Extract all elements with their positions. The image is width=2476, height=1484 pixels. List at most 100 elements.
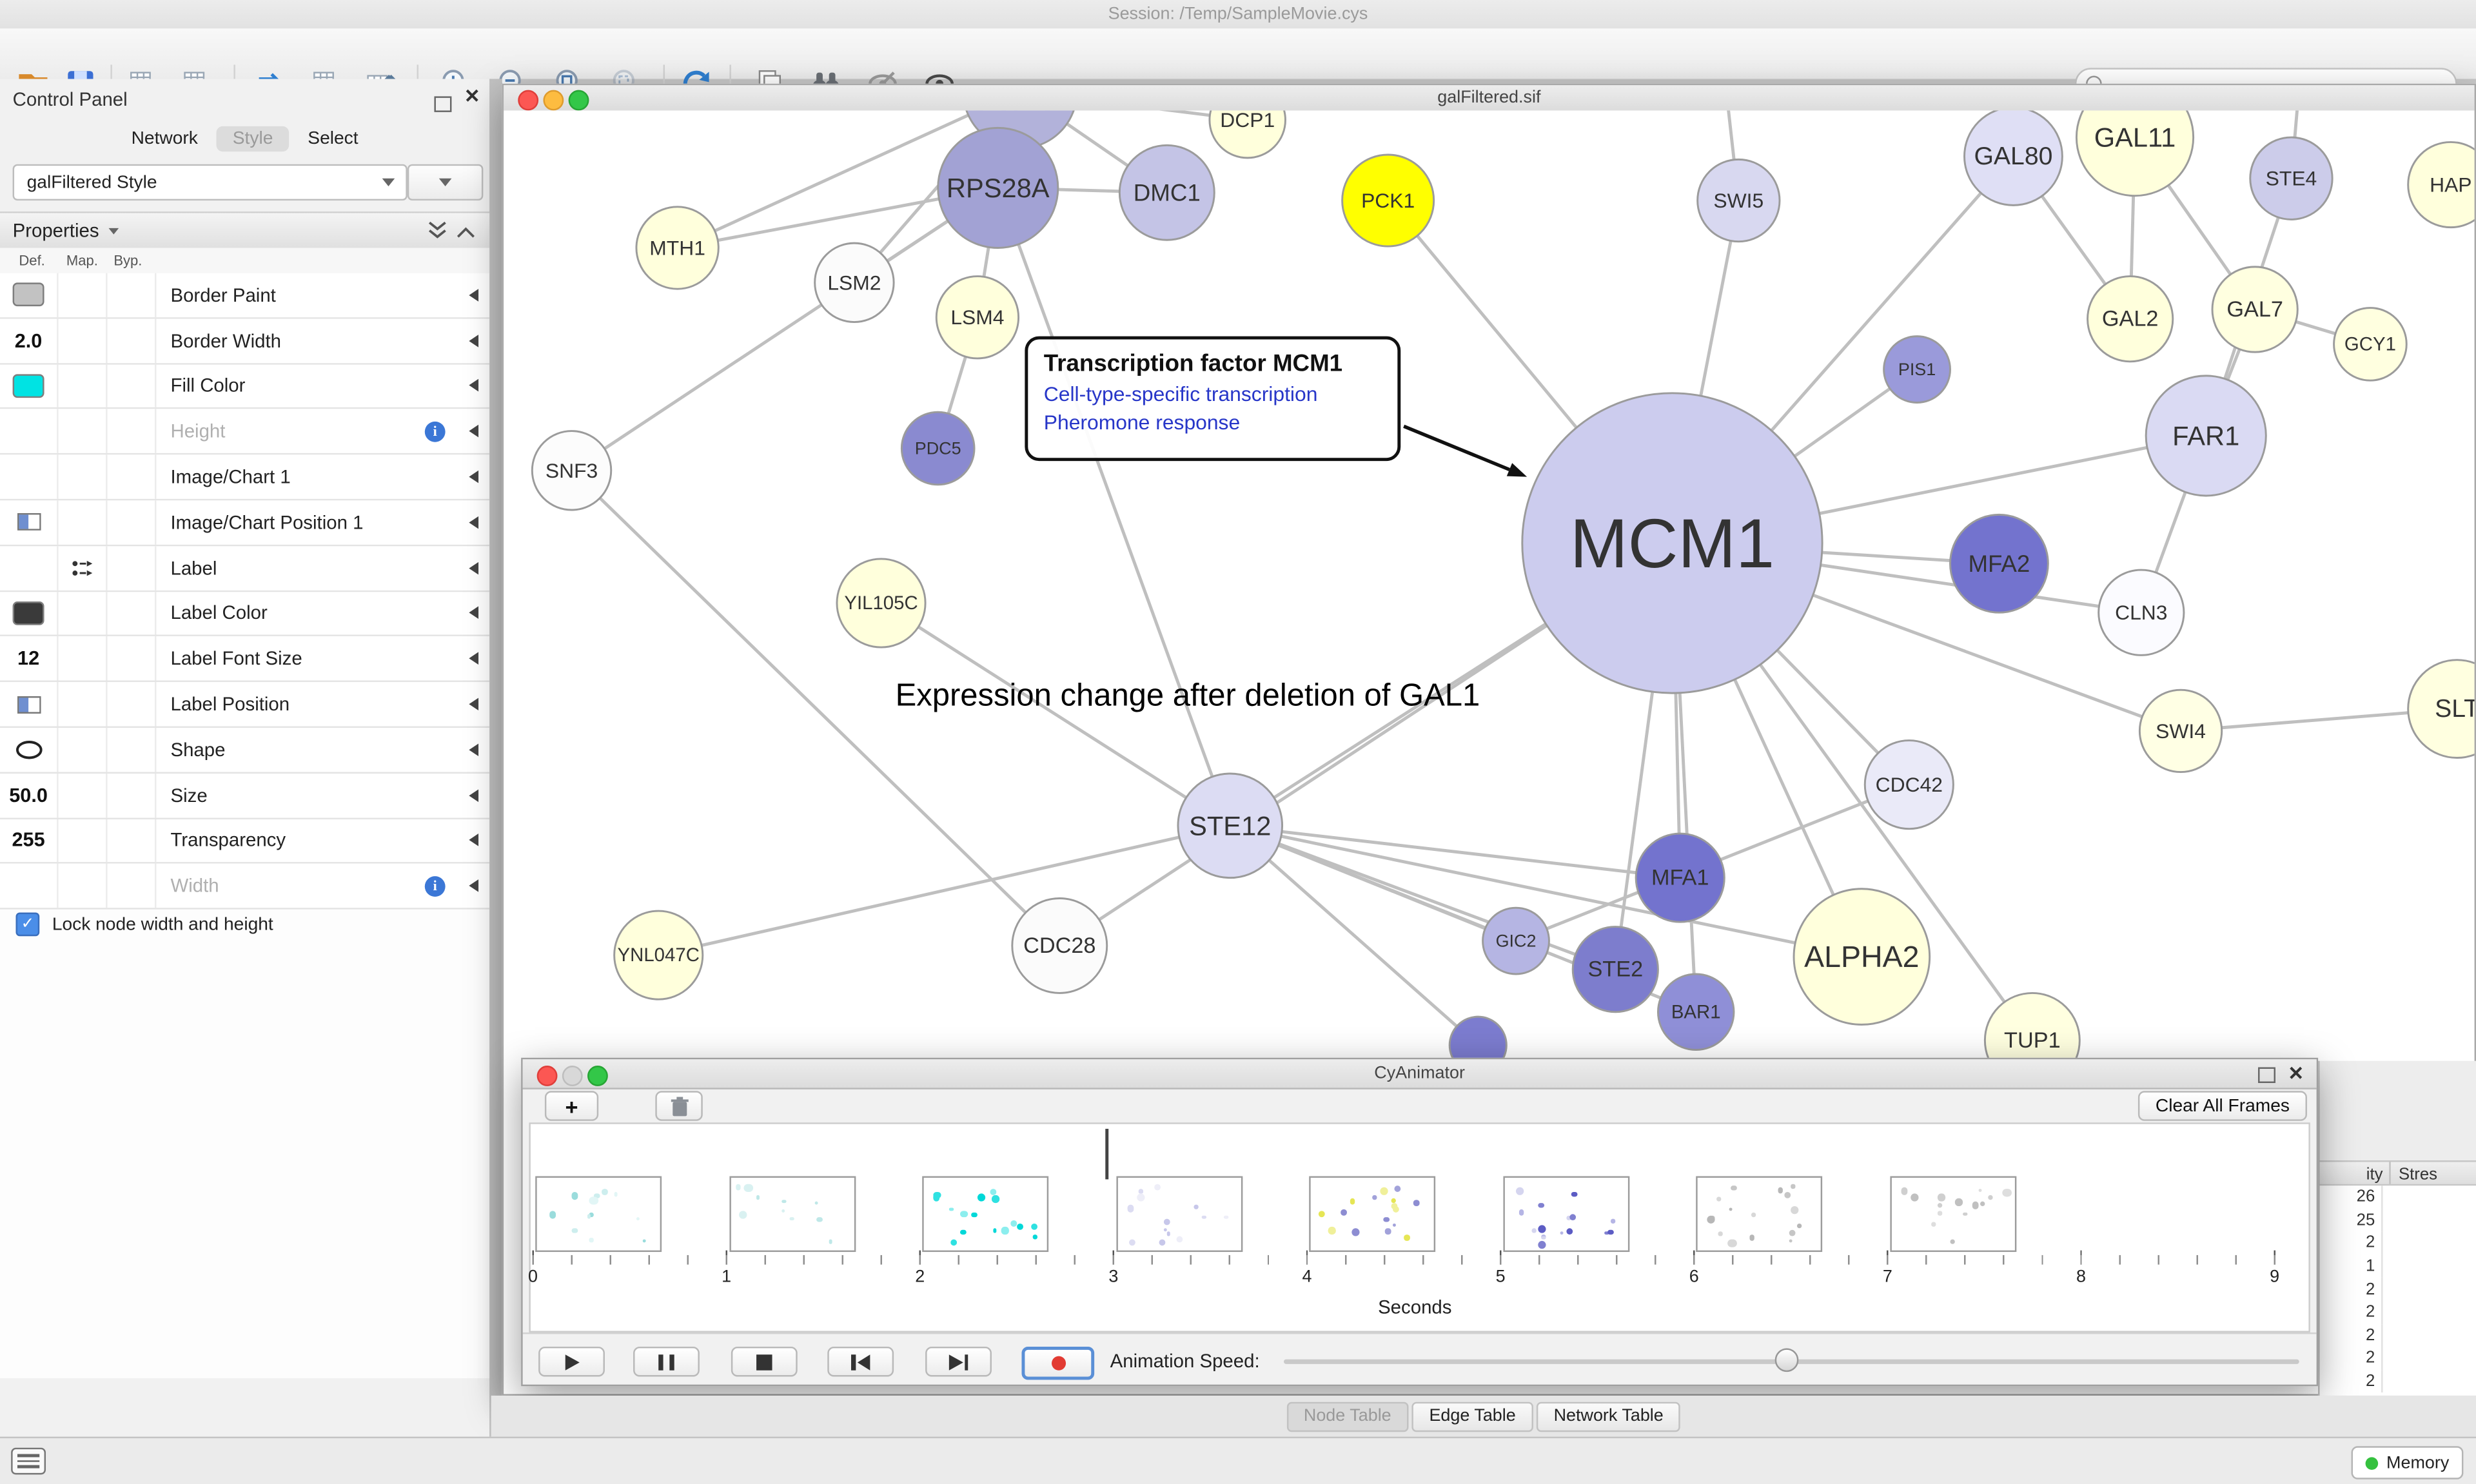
tab-edge-table[interactable]: Edge Table bbox=[1411, 1401, 1533, 1432]
expand-arrow-icon[interactable] bbox=[469, 379, 479, 393]
frame-thumbnail[interactable] bbox=[1309, 1176, 1436, 1253]
expand-arrow-icon[interactable] bbox=[469, 334, 479, 347]
zoom-window-icon[interactable] bbox=[568, 90, 589, 111]
panel-toggle-icon[interactable] bbox=[11, 1447, 46, 1475]
style-property-row[interactable]: Label Color bbox=[0, 591, 490, 637]
col-byp: Byp. bbox=[113, 252, 142, 269]
float-panel-icon[interactable] bbox=[434, 92, 452, 120]
expand-arrow-icon[interactable] bbox=[469, 470, 479, 483]
table-col-ity[interactable]: ity bbox=[2366, 1165, 2383, 1184]
float-window-icon[interactable] bbox=[2258, 1067, 2275, 1088]
style-property-row[interactable]: Label bbox=[0, 545, 490, 592]
svg-text:PDC5: PDC5 bbox=[915, 439, 961, 458]
expand-arrow-icon[interactable] bbox=[469, 652, 479, 665]
style-property-row[interactable]: Border Paint bbox=[0, 273, 490, 319]
expand-arrow-icon[interactable] bbox=[469, 834, 479, 847]
memory-status-icon bbox=[2366, 1456, 2379, 1469]
record-button[interactable] bbox=[1021, 1346, 1095, 1380]
table-row[interactable]: 2 bbox=[2320, 1231, 2476, 1255]
table-row[interactable]: 2 bbox=[2320, 1370, 2476, 1393]
table-row[interactable]: 2 bbox=[2320, 1347, 2476, 1371]
close-window-icon[interactable] bbox=[518, 90, 539, 111]
expand-arrow-icon[interactable] bbox=[469, 607, 479, 620]
style-selector[interactable]: galFiltered Style bbox=[12, 164, 408, 201]
add-frame-button[interactable]: + bbox=[544, 1091, 599, 1121]
table-row[interactable]: 26 bbox=[2320, 1186, 2476, 1209]
frame-thumbnail[interactable] bbox=[1115, 1176, 1243, 1253]
frame-thumbnail[interactable] bbox=[1696, 1176, 1823, 1253]
expand-arrow-icon[interactable] bbox=[469, 788, 479, 802]
delete-frame-button[interactable] bbox=[655, 1091, 703, 1121]
expand-arrow-icon[interactable] bbox=[469, 698, 479, 711]
tab-network-table[interactable]: Network Table bbox=[1536, 1401, 1681, 1432]
annotation-link-2[interactable]: Pheromone response bbox=[1043, 410, 1241, 434]
expand-arrow-icon[interactable] bbox=[469, 879, 479, 893]
close-frame-icon[interactable]: ✕ bbox=[2288, 1062, 2304, 1085]
close-window-icon[interactable] bbox=[536, 1066, 558, 1086]
style-property-row[interactable]: Image/Chart 1 bbox=[0, 454, 490, 501]
expand-arrow-icon[interactable] bbox=[469, 516, 479, 529]
playhead[interactable] bbox=[1105, 1129, 1108, 1180]
go-to-start-button[interactable] bbox=[827, 1346, 894, 1377]
table-row[interactable]: 2 bbox=[2320, 1323, 2476, 1347]
frame-thumbnail[interactable] bbox=[1502, 1176, 1629, 1253]
play-icon bbox=[564, 1354, 579, 1370]
expand-arrow-icon[interactable] bbox=[469, 561, 479, 574]
tab-node-table[interactable]: Node Table bbox=[1286, 1401, 1409, 1432]
minimize-window-icon[interactable] bbox=[543, 90, 564, 111]
tick-label: 1 bbox=[722, 1267, 732, 1287]
network-window-titlebar[interactable]: galFiltered.sif bbox=[504, 85, 2475, 112]
frame-thumbnail[interactable] bbox=[922, 1176, 1049, 1253]
tab-style[interactable]: Style bbox=[217, 126, 289, 152]
slider-thumb[interactable] bbox=[1774, 1348, 1799, 1372]
tab-select[interactable]: Select bbox=[308, 129, 359, 149]
properties-section-header[interactable]: Properties bbox=[0, 213, 490, 249]
tab-network[interactable]: Network bbox=[131, 129, 198, 149]
table-row[interactable]: 2 bbox=[2320, 1300, 2476, 1324]
color-swatch[interactable] bbox=[12, 374, 44, 398]
color-swatch[interactable] bbox=[12, 601, 44, 625]
lock-size-row[interactable]: ✓ Lock node width and height bbox=[15, 912, 273, 937]
style-options-button[interactable] bbox=[407, 164, 484, 201]
color-swatch[interactable] bbox=[12, 283, 44, 308]
table-row[interactable]: 1 bbox=[2320, 1255, 2476, 1278]
close-panel-icon[interactable]: ✕ bbox=[464, 85, 480, 108]
annotation-link-1[interactable]: Cell-type-specific transcription bbox=[1043, 382, 1318, 406]
zoom-window-icon[interactable] bbox=[587, 1066, 608, 1086]
play-button[interactable] bbox=[538, 1346, 605, 1377]
pane-divider[interactable] bbox=[489, 79, 502, 1437]
cyanimator-titlebar[interactable]: CyAnimator ✕ bbox=[522, 1059, 2317, 1089]
expand-arrow-icon[interactable] bbox=[469, 425, 479, 438]
expand-all-icon[interactable] bbox=[426, 221, 448, 245]
annotation-box[interactable]: Transcription factor MCM1 Cell-type-spec… bbox=[1025, 336, 1401, 462]
lock-checkbox[interactable]: ✓ bbox=[15, 912, 40, 937]
table-col-stress[interactable]: Stres bbox=[2399, 1165, 2438, 1184]
go-to-end-button[interactable] bbox=[925, 1346, 992, 1377]
expand-arrow-icon[interactable] bbox=[469, 743, 479, 756]
frame-thumbnail[interactable] bbox=[535, 1176, 662, 1253]
memory-button[interactable]: Memory bbox=[2352, 1446, 2464, 1479]
style-property-row[interactable]: Shape bbox=[0, 727, 490, 774]
property-label: Size bbox=[170, 784, 208, 806]
style-property-row[interactable]: Fill Color bbox=[0, 364, 490, 410]
style-property-row[interactable]: Label Position bbox=[0, 682, 490, 728]
pause-button[interactable] bbox=[633, 1346, 700, 1377]
clear-all-frames-button[interactable]: Clear All Frames bbox=[2137, 1091, 2307, 1121]
frame-thumbnail[interactable] bbox=[1889, 1176, 2016, 1253]
expand-arrow-icon[interactable] bbox=[469, 288, 479, 302]
table-row[interactable]: 2 bbox=[2320, 1278, 2476, 1301]
collapse-all-icon[interactable] bbox=[455, 222, 477, 244]
stop-button[interactable] bbox=[731, 1346, 798, 1377]
table-row[interactable]: 25 bbox=[2320, 1208, 2476, 1232]
frame-thumbnail[interactable] bbox=[729, 1176, 856, 1253]
table-header-row[interactable]: ity Stres bbox=[2319, 1160, 2476, 1186]
minimize-window-icon[interactable] bbox=[562, 1066, 583, 1086]
style-property-row[interactable]: Image/Chart Position 1 bbox=[0, 500, 490, 546]
